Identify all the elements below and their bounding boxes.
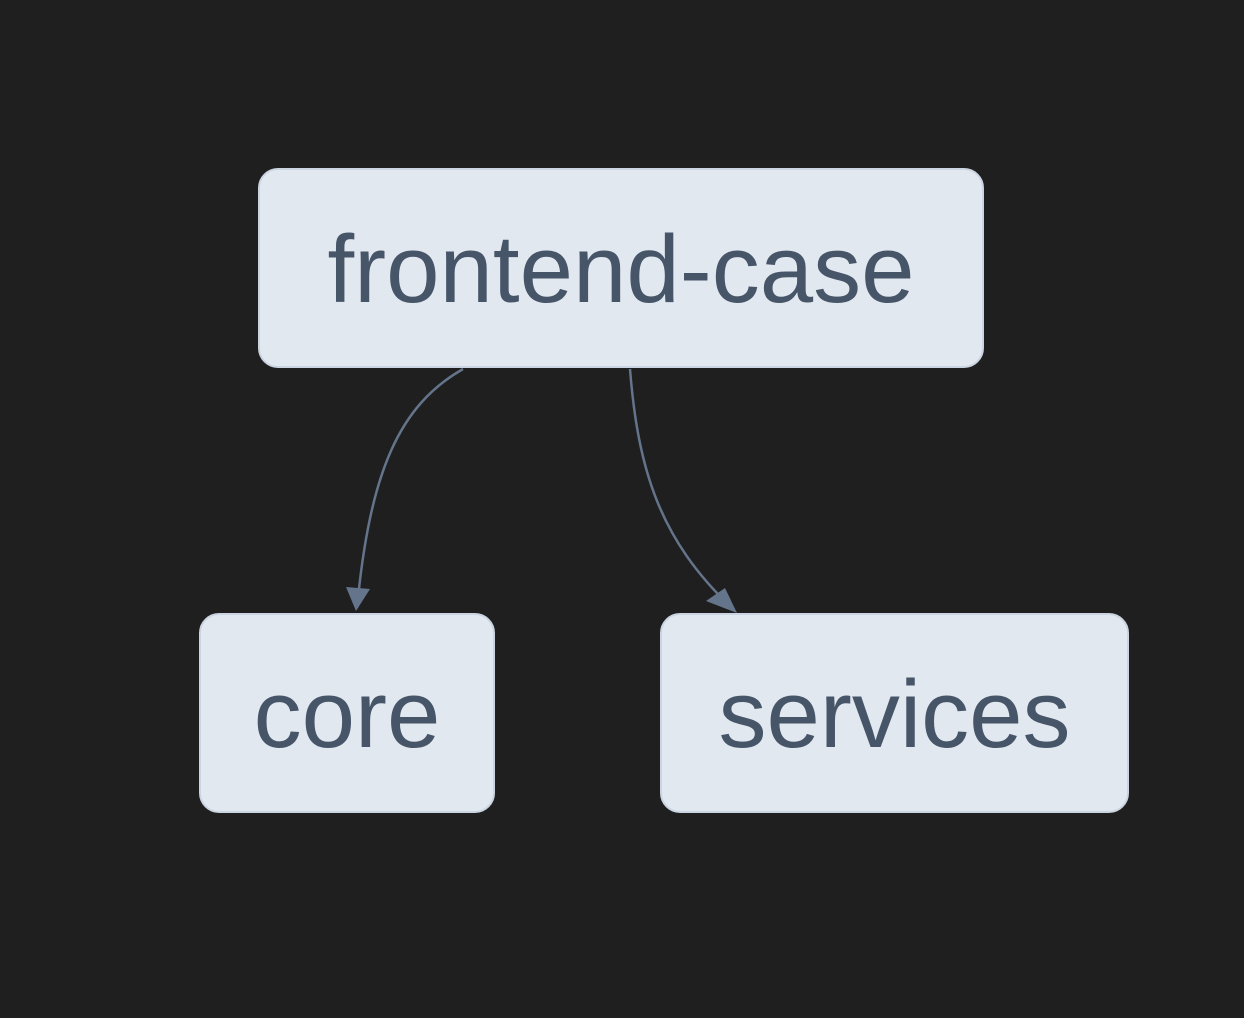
arrowhead-core: [346, 587, 370, 611]
node-services[interactable]: services: [660, 613, 1129, 813]
node-frontend-case[interactable]: frontend-case: [258, 168, 984, 368]
arrowhead-services: [706, 588, 737, 613]
edge-root-to-services: [628, 368, 733, 609]
edge-root-to-core: [355, 367, 464, 609]
node-label: services: [718, 661, 1071, 768]
node-core[interactable]: core: [199, 613, 495, 813]
node-label: frontend-case: [327, 216, 915, 323]
node-label: core: [253, 661, 441, 768]
